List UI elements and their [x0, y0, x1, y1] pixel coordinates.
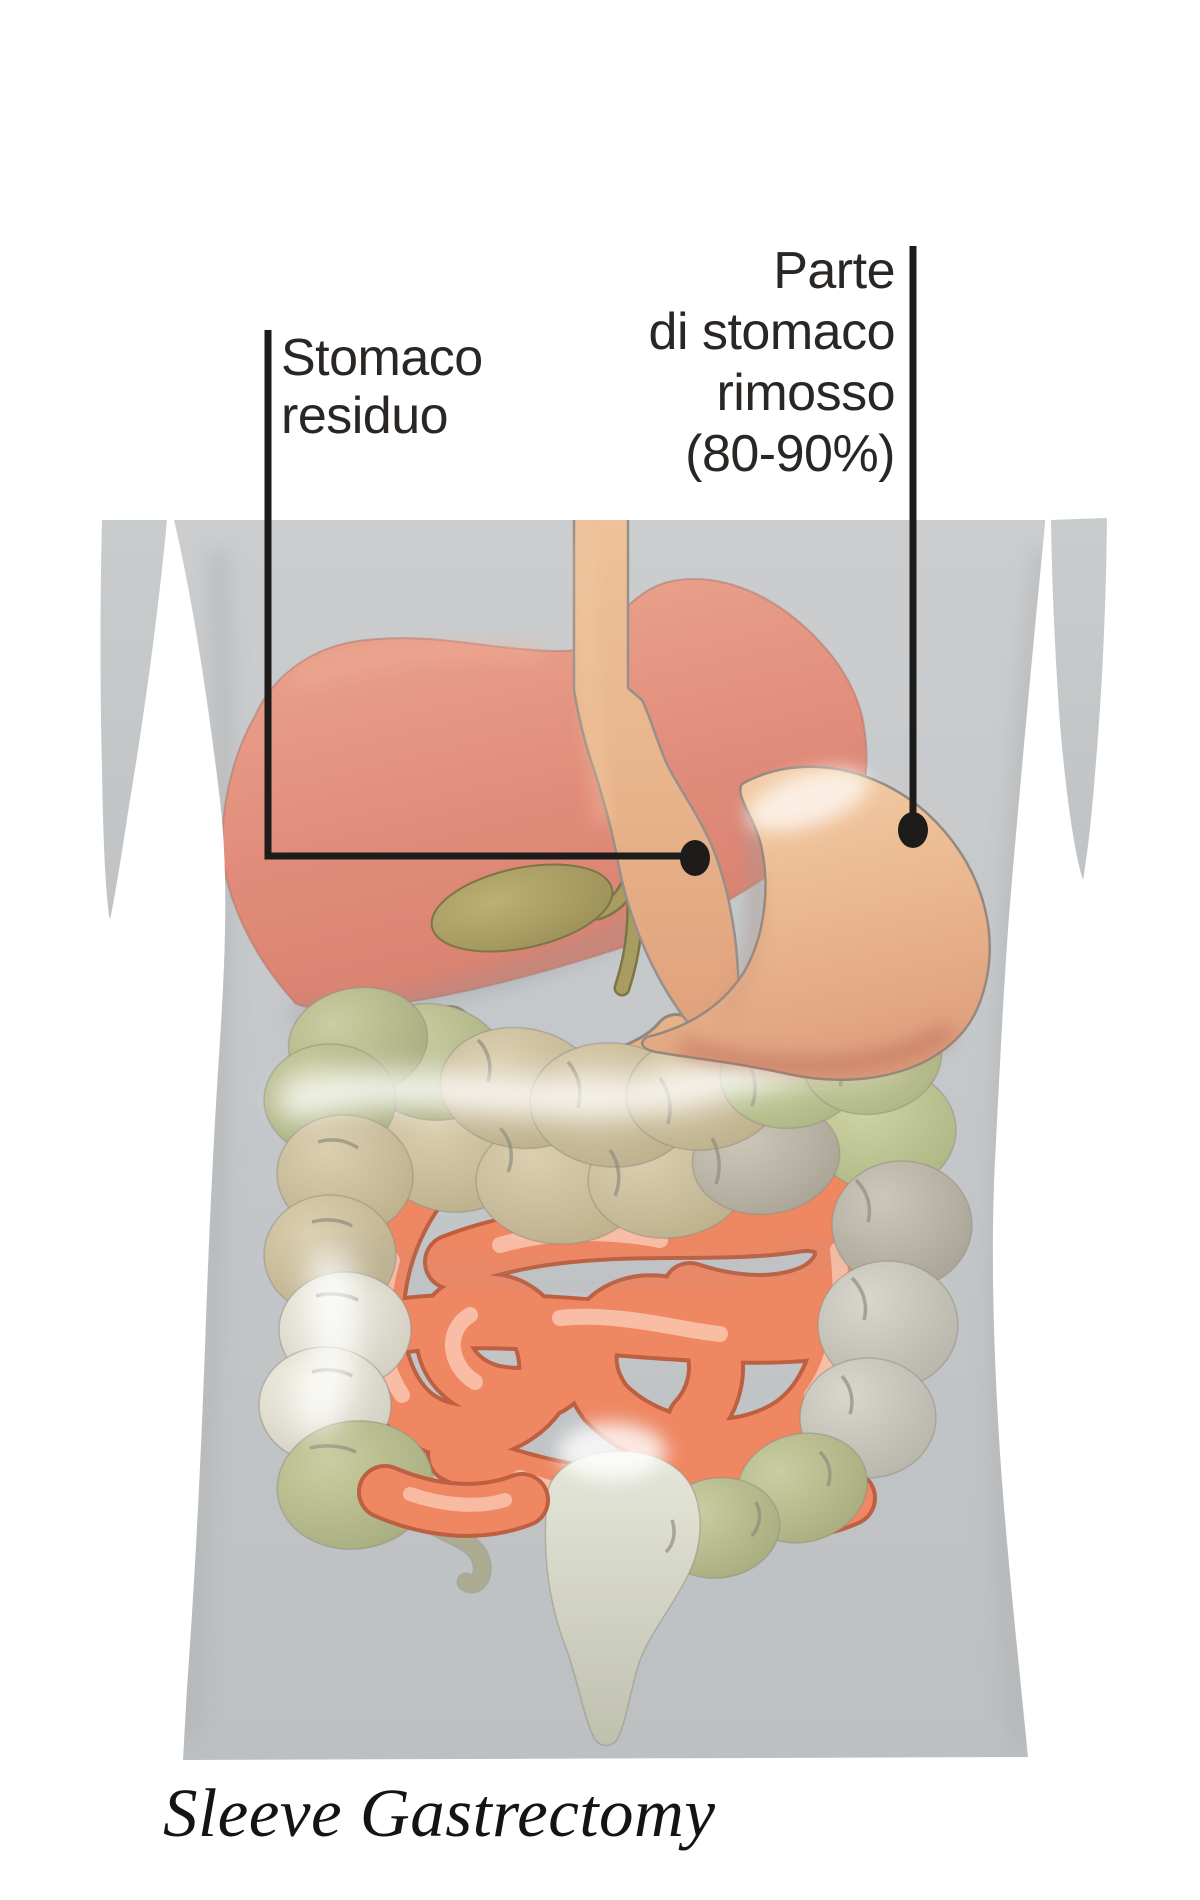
rectum-shape	[544, 1450, 701, 1747]
right-arm-shape	[1051, 518, 1107, 880]
label-line: di stomaco	[648, 303, 896, 361]
leader-dot-removed	[898, 812, 928, 848]
gallbladder-shape	[430, 863, 614, 953]
label-line: (80-90%)	[685, 425, 895, 483]
leader-lines	[264, 246, 928, 876]
left-arm-shape	[100, 520, 167, 920]
label-line: Parte	[773, 242, 895, 300]
label-parte-rimosso: Parte di stomaco rimosso (80-90%)	[648, 241, 896, 485]
label-stomaco-residuo: Stomaco residuo	[281, 329, 483, 445]
liver-highlight	[293, 642, 547, 687]
rectum-sheen	[556, 1421, 668, 1483]
colon-under-shadow	[327, 1241, 852, 1286]
esophagus-highlight	[579, 535, 609, 825]
organs-group	[179, 520, 1045, 1751]
leader-dot-residual	[680, 840, 710, 876]
label-line: Stomaco	[281, 329, 483, 387]
intestine-over-loop	[357, 1464, 550, 1538]
label-line: residuo	[281, 387, 449, 445]
caption-title: Sleeve Gastrectomy	[163, 1775, 716, 1851]
removed-stomach-highlight	[746, 768, 870, 832]
leader-line-residual	[264, 330, 688, 860]
removed-stomach-shape	[640, 765, 991, 1081]
label-line: rimosso	[716, 364, 895, 422]
